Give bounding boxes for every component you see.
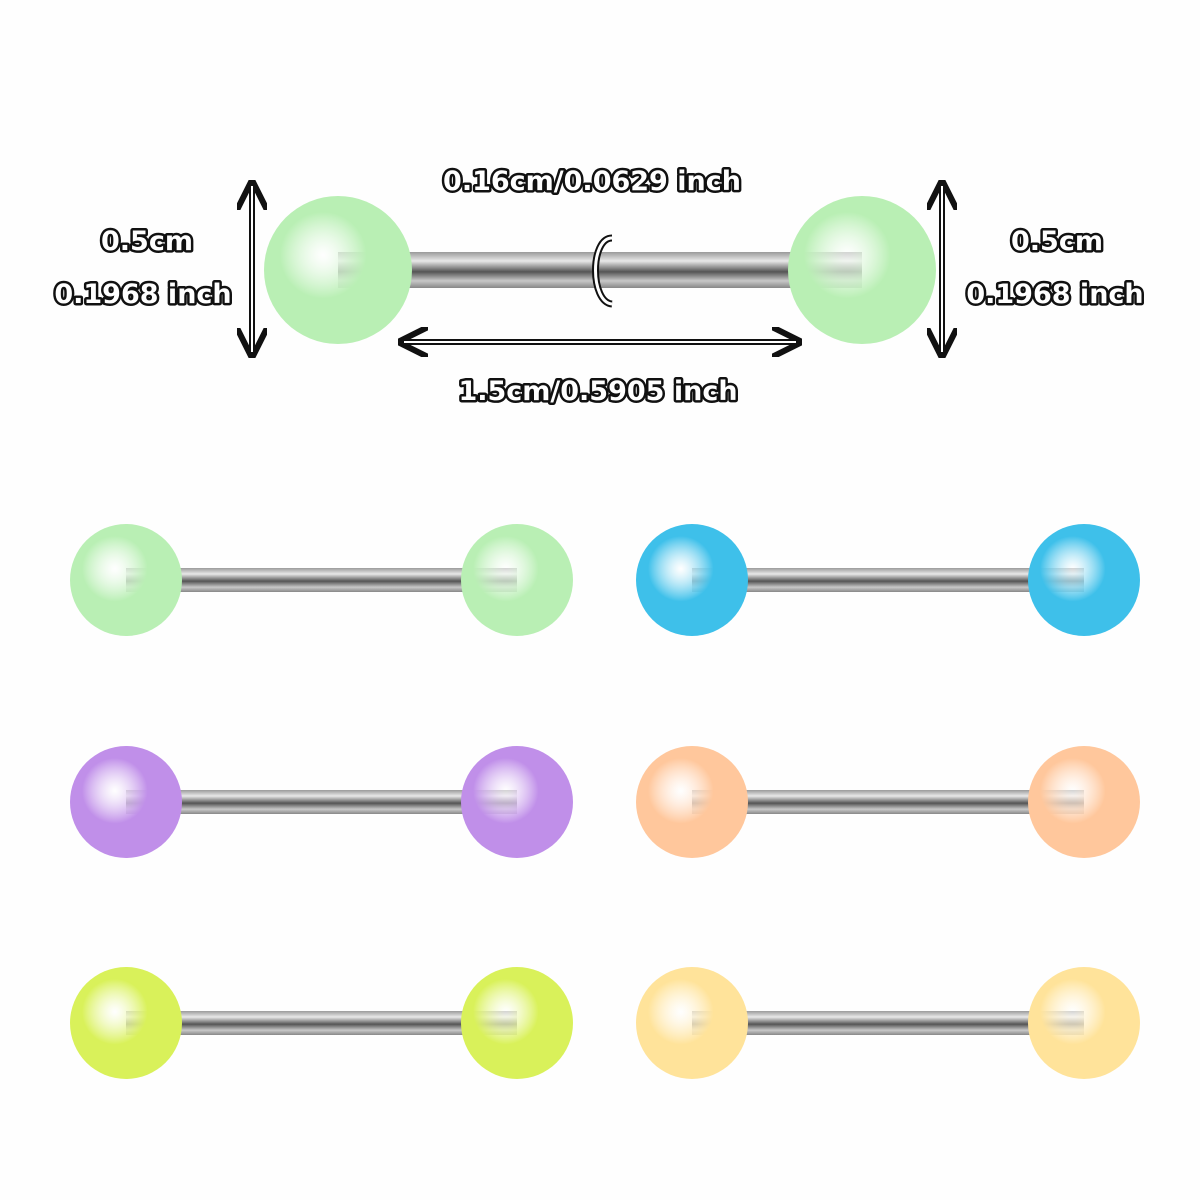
bar-length-label: 1.5cm/0.5905 inch (458, 376, 737, 407)
barbell-ball-left (636, 746, 748, 858)
left-ball-inch-label: 0.1968 inch (54, 279, 231, 310)
barbell-bar (692, 790, 1084, 814)
barbell-ball-right (1028, 524, 1140, 636)
variant-barbell-lime (70, 967, 573, 1079)
barbell-ball-right (461, 524, 573, 636)
bar-thickness-label: 0.16cm/0.0629 inch (443, 166, 741, 197)
variant-barbell-blue (636, 524, 1140, 636)
variant-barbell-purple (70, 746, 573, 858)
barbell-ball-right (461, 967, 573, 1079)
barbell-ball-left (636, 524, 748, 636)
barbell-ball-right (788, 196, 936, 344)
left-ball-cm-label: 0.5cm (101, 226, 193, 257)
main-barbell (264, 196, 936, 344)
main-barbell-product (264, 196, 936, 344)
barbell-ball-left (70, 746, 182, 858)
barbell-ball-right (1028, 967, 1140, 1079)
barbell-bar (692, 1011, 1084, 1035)
right-ball-cm-label: 0.5cm (1011, 226, 1103, 257)
barbell-ball-right (1028, 746, 1140, 858)
variant-barbell-green (70, 524, 573, 636)
variant-barbell-peach (636, 746, 1140, 858)
barbell-bar (126, 1011, 517, 1035)
thickness-ring-icon-fill (594, 236, 613, 306)
barbell-ball-left (264, 196, 412, 344)
variant-barbell-yellow (636, 967, 1140, 1079)
barbell-bar (126, 790, 517, 814)
barbell-ball-left (636, 967, 748, 1079)
barbell-bar (126, 568, 517, 592)
barbell-ball-right (461, 746, 573, 858)
barbell-ball-left (70, 524, 182, 636)
barbell-ball-left (70, 967, 182, 1079)
variant-grid (70, 524, 1140, 1079)
right-ball-inch-label: 0.1968 inch (966, 279, 1143, 310)
barbell-bar (692, 568, 1084, 592)
